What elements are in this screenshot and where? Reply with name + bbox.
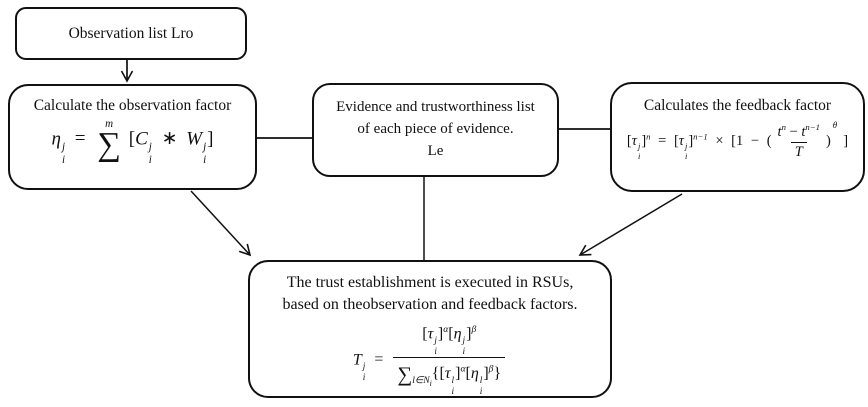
sum-symbol: ∑	[397, 362, 413, 386]
left-bracket: [	[673, 133, 679, 150]
equals-sign: =	[74, 128, 86, 150]
observation-factor-title: Calculate the observation factor	[33, 97, 232, 114]
eta-symbol: η	[51, 128, 61, 150]
trust-establishment-box: The trust establishment is executed in R…	[248, 260, 612, 398]
T-symbol: T	[352, 351, 362, 369]
tau-symbol: τ	[678, 133, 684, 150]
minus-sign: −	[750, 133, 760, 150]
arrow-observation-factor-to-trust	[190, 190, 252, 257]
equals-sign: =	[658, 133, 667, 150]
evidence-list-line3: Le	[427, 142, 444, 159]
left-bracket: [	[731, 133, 737, 150]
left-bracket: [	[128, 128, 136, 150]
evidence-list-box: Evidence and trustworthiness list of eac…	[312, 83, 559, 177]
tau-symbol: τ	[631, 133, 637, 150]
equals-sign: =	[374, 351, 384, 369]
exponent-n-minus-1: n−1	[693, 131, 708, 142]
feedback-factor-title: Calculates the feedback factor	[643, 97, 832, 114]
exponent-n: n	[646, 131, 651, 142]
trust-line1: The trust establishment is executed in R…	[286, 274, 574, 291]
right-bracket: ]	[688, 133, 694, 150]
asterisk-operator: ∗	[161, 128, 178, 150]
right-bracket: ]	[843, 133, 849, 150]
right-bracket: ]	[641, 133, 647, 150]
left-paren: (	[766, 133, 772, 150]
theta-exponent: θ	[832, 119, 838, 130]
c-symbol: C	[135, 128, 148, 150]
right-paren: )	[825, 133, 831, 150]
w-symbol: W	[186, 128, 203, 150]
times-sign: ×	[715, 133, 724, 150]
left-bracket: [	[626, 133, 632, 150]
evidence-list-line2: of each piece of evidence.	[357, 121, 514, 138]
sum-symbol: m∑	[97, 118, 121, 164]
right-bracket: ]	[207, 128, 214, 150]
observation-list-label: Observation list Lro	[68, 24, 194, 42]
evidence-list-line1: Evidence and trustworthiness list	[336, 99, 535, 116]
trust-line2: based on theobservation and feedback fac…	[282, 295, 578, 313]
arrow-feedback-factor-to-trust	[578, 193, 683, 256]
observation-list-box: Observation list Lro	[15, 7, 247, 60]
one-digit: 1	[736, 133, 744, 150]
